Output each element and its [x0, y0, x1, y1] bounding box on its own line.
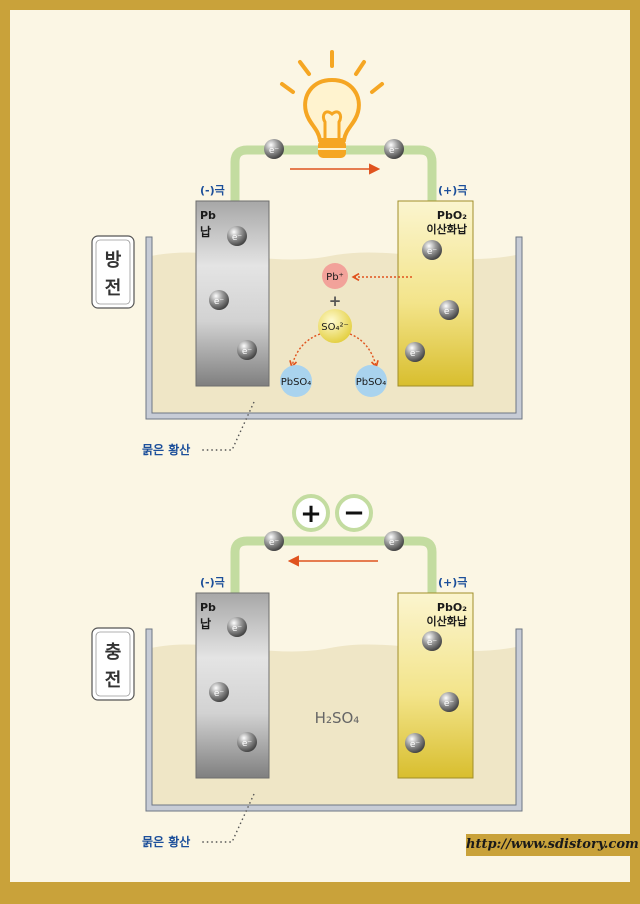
- discharge-so4-arrow-right: [349, 333, 379, 369]
- charge-pos-terminal-label: (+)극: [438, 576, 467, 589]
- discharge-plate-electrons: e⁻ e⁻ e⁻ e⁻ e⁻ e⁻: [209, 226, 459, 362]
- svg-text:e⁻: e⁻: [427, 638, 438, 648]
- svg-text:SO₄²⁻: SO₄²⁻: [321, 322, 349, 333]
- svg-text:Pb⁺: Pb⁺: [326, 272, 344, 283]
- discharge-pbso4-right: PbSO₄: [355, 365, 387, 397]
- charge-electrolyte-formula: H₂SO₄: [315, 709, 360, 727]
- discharge-pbso4-left: PbSO₄: [280, 365, 312, 397]
- svg-text:e⁻: e⁻: [232, 233, 243, 243]
- svg-text:e⁻: e⁻: [389, 146, 400, 156]
- discharge-so4-ion: SO₄²⁻: [318, 309, 352, 343]
- charge-title-box: [91, 627, 135, 701]
- discharge-title-char-2: 전: [105, 278, 122, 299]
- svg-text:e⁻: e⁻: [410, 349, 421, 359]
- electron: e⁻: [227, 617, 247, 637]
- charge-neg-plate-formula: Pb: [200, 601, 216, 614]
- electron: e⁻: [439, 300, 459, 320]
- charge-title-char-2: 전: [105, 670, 122, 691]
- svg-text:e⁻: e⁻: [444, 307, 455, 317]
- source-url: http://www.sdistory.com: [466, 834, 639, 856]
- electron: e⁻: [422, 631, 442, 651]
- light-bulb-icon: [280, 50, 384, 158]
- discharge-neg-plate-formula: Pb: [200, 209, 216, 222]
- discharge-pos-plate-formula: PbO₂: [437, 209, 467, 222]
- electron: e⁻: [405, 342, 425, 362]
- svg-text:PbSO₄: PbSO₄: [356, 377, 387, 388]
- charge-plate-electrons: e⁻ e⁻ e⁻ e⁻ e⁻ e⁻: [209, 617, 459, 753]
- discharge-wire-electron-right: e⁻: [384, 139, 404, 159]
- electron: e⁻: [405, 733, 425, 753]
- discharge-panel: e⁻ e⁻ (-)극 (+)극 Pb 납 PbO₂ 이산화납 e⁻ e⁻ e⁻ …: [91, 50, 523, 457]
- charge-source-minus-icon: −: [335, 494, 373, 532]
- svg-text:e⁻: e⁻: [214, 297, 225, 307]
- electron: e⁻: [209, 290, 229, 310]
- charge-neg-plate-name: 납: [200, 617, 211, 631]
- discharge-container: [145, 236, 523, 420]
- electron: e⁻: [237, 732, 257, 752]
- electron: e⁻: [237, 340, 257, 360]
- svg-text:e⁻: e⁻: [214, 689, 225, 699]
- electron: e⁻: [439, 692, 459, 712]
- discharge-pos-terminal-label: (+)극: [438, 184, 467, 197]
- discharge-neg-terminal-label: (-)극: [200, 184, 225, 197]
- electron: e⁻: [227, 226, 247, 246]
- charge-pos-plate-formula: PbO₂: [437, 601, 467, 614]
- charge-container: [145, 628, 523, 812]
- discharge-title-char-1: 방: [105, 250, 122, 271]
- svg-text:e⁻: e⁻: [410, 740, 421, 750]
- charge-electrolyte-label: 묽은 황산: [142, 834, 190, 849]
- charge-wire: [230, 536, 437, 594]
- svg-text:e⁻: e⁻: [269, 146, 280, 156]
- svg-text:e⁻: e⁻: [444, 699, 455, 709]
- svg-text:e⁻: e⁻: [389, 538, 400, 548]
- discharge-electrolyte-label: 묽은 황산: [142, 442, 190, 457]
- charge-title-char-1: 충: [105, 642, 122, 663]
- discharge-title-box: [91, 235, 135, 309]
- svg-text:−: −: [343, 498, 365, 528]
- discharge-so4-arrow-left: [289, 333, 321, 369]
- charge-pos-plate-name: 이산화납: [427, 614, 467, 628]
- charge-neg-terminal-label: (-)극: [200, 576, 225, 589]
- svg-text:e⁻: e⁻: [269, 538, 280, 548]
- charge-panel: + − e⁻ e⁻ (-)극 (+)극 Pb 납 PbO₂ 이산화납 e⁻ e⁻…: [91, 494, 523, 849]
- charge-wire-electron-right: e⁻: [384, 531, 404, 551]
- discharge-wire-electron-left: e⁻: [264, 139, 284, 159]
- svg-text:e⁻: e⁻: [427, 247, 438, 257]
- discharge-neg-plate-name: 납: [200, 225, 211, 239]
- svg-text:e⁻: e⁻: [242, 347, 253, 357]
- svg-text:e⁻: e⁻: [242, 739, 253, 749]
- discharge-pos-plate-name: 이산화납: [427, 222, 467, 236]
- charge-source-plus-icon: +: [292, 494, 330, 532]
- svg-text:e⁻: e⁻: [232, 624, 243, 634]
- electron: e⁻: [422, 240, 442, 260]
- electron: e⁻: [209, 682, 229, 702]
- charge-wire-electron-left: e⁻: [264, 531, 284, 551]
- svg-text:+: +: [300, 499, 322, 529]
- svg-text:PbSO₄: PbSO₄: [281, 377, 312, 388]
- discharge-pb-ion: Pb⁺: [322, 263, 348, 289]
- discharge-plus-sign: +: [329, 292, 342, 310]
